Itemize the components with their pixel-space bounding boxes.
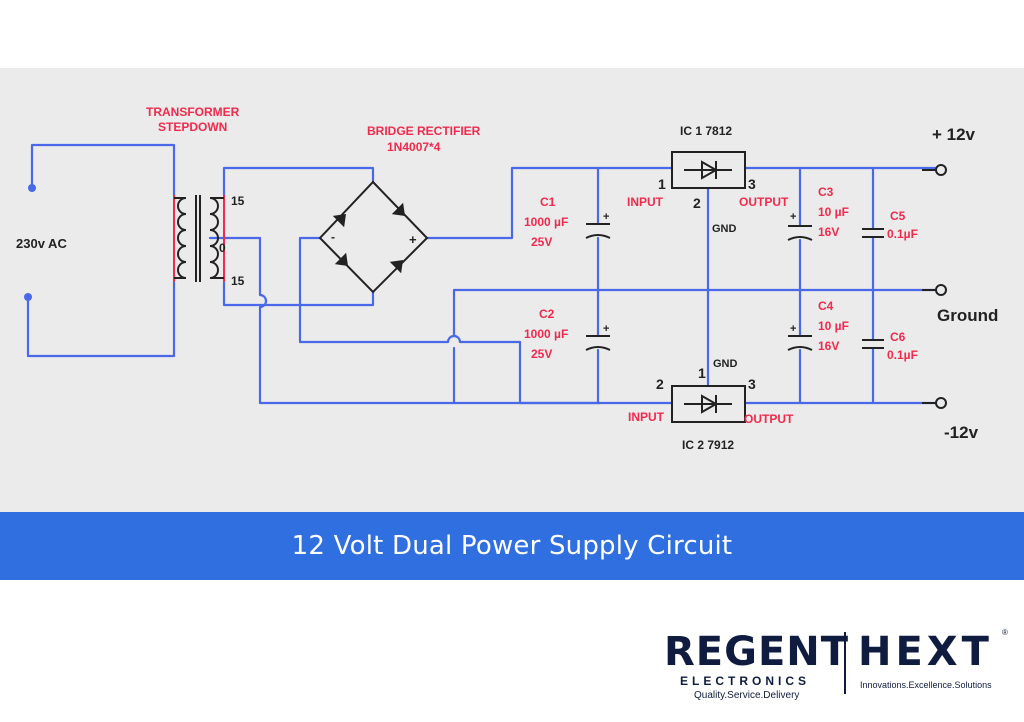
transformer-tap-bottom: 15 (231, 274, 245, 288)
ic1-pin2-label: 2 (693, 195, 701, 211)
ic1-input-label: INPUT (627, 195, 664, 209)
ic2-name-label: IC 2 7912 (682, 438, 734, 452)
bridge-rectifier-icon (318, 180, 429, 294)
ic2-pin3-label: 3 (748, 376, 756, 392)
ic1-gnd-label: GND (712, 223, 737, 235)
transformer-tap-mid: 0 (219, 241, 226, 255)
output-ground-label: Ground (937, 306, 998, 325)
c4-name-label: C4 (818, 299, 834, 313)
ic1-regulator-icon (671, 151, 746, 189)
ground-rail-wire (452, 288, 937, 405)
c2-value-label: 1000 µF (524, 327, 568, 341)
ac-terminal-bottom (24, 293, 32, 301)
output-negative-label: -12v (944, 423, 979, 442)
output-terminals (922, 164, 947, 409)
logo-hext-name: HEXT (858, 629, 993, 675)
c5-value-label: 0.1µF (887, 227, 918, 241)
ic1-output-label: OUTPUT (739, 195, 789, 209)
secondary-bottom-wire (222, 280, 375, 307)
capacitor-c4-icon (787, 335, 813, 351)
secondary-top-wire (222, 166, 375, 197)
c2-name-label: C2 (539, 307, 555, 321)
c3-voltage-label: 16V (818, 225, 839, 239)
logo-regent-name: REGENT (664, 629, 850, 675)
rectifier-title-line2: 1N4007*4 (387, 140, 441, 154)
company-logo: REGENT ELECTRONICS Quality.Service.Deliv… (664, 628, 1016, 701)
transformer-tap-top: 15 (231, 194, 245, 208)
c3-name-label: C3 (818, 185, 834, 199)
ic1-pin3-label: 3 (748, 176, 756, 192)
c2-voltage-label: 25V (531, 347, 552, 361)
transformer-title-line2: STEPDOWN (158, 120, 227, 134)
ic1-pin1-label: 1 (658, 176, 666, 192)
c3-value-label: 10 µF (818, 205, 849, 219)
center-tap-wire (208, 236, 602, 405)
logo-regent-tagline: Quality.Service.Delivery (694, 690, 800, 701)
transformer-icon (173, 195, 225, 282)
positive-rail-wire (425, 166, 674, 240)
ic2-pin2-label: 2 (656, 376, 664, 392)
capacitor-c6-icon (862, 339, 884, 349)
capacitor-c3-icon (787, 225, 813, 241)
ic2-pin1-label: 1 (698, 365, 706, 381)
rectifier-plus-label: + (409, 232, 417, 247)
logo-registered-mark: ® (1002, 628, 1008, 637)
ic2-input-label: INPUT (628, 410, 665, 424)
ic2-output-label: OUTPUT (744, 412, 794, 426)
ic2-gnd-label: GND (713, 358, 738, 370)
capacitor-c5-icon (862, 228, 884, 238)
output-positive-label: + 12v (932, 125, 976, 144)
logo-hext-tagline: Innovations.Excellence.Solutions (860, 680, 992, 690)
caption-title: 12 Volt Dual Power Supply Circuit (291, 531, 733, 561)
caption-bar: 12 Volt Dual Power Supply Circuit (0, 512, 1024, 580)
c1-polarity-label: + (603, 211, 609, 223)
ac-source-label: 230v AC (16, 236, 67, 251)
c2-polarity-label: + (603, 323, 609, 335)
ic2-regulator-icon (671, 385, 746, 423)
c1-name-label: C1 (540, 195, 556, 209)
c4-polarity-label: + (790, 323, 796, 335)
logo-divider (844, 632, 846, 694)
capacitor-c1-icon (585, 223, 611, 239)
ac-input-wire-bottom (26, 280, 176, 358)
capacitor-c2-icon (585, 335, 611, 351)
c4-voltage-label: 16V (818, 339, 839, 353)
c3-polarity-label: + (790, 211, 796, 223)
ac-input-wire-top (30, 143, 176, 197)
c6-value-label: 0.1µF (887, 348, 918, 362)
c1-value-label: 1000 µF (524, 215, 568, 229)
c5-name-label: C5 (890, 209, 906, 223)
ic1-name-label: IC 1 7812 (680, 124, 732, 138)
c6-name-label: C6 (890, 330, 906, 344)
c1-voltage-label: 25V (531, 235, 552, 249)
ac-terminal-top (28, 184, 36, 192)
c4-value-label: 10 µF (818, 319, 849, 333)
transformer-title-line1: TRANSFORMER (146, 105, 240, 119)
logo-regent-sub: ELECTRONICS (680, 674, 811, 688)
rectifier-minus-label: - (331, 230, 335, 244)
negative-return-wire (298, 236, 674, 405)
rectifier-title-line1: BRIDGE RECTIFIER (367, 124, 481, 138)
